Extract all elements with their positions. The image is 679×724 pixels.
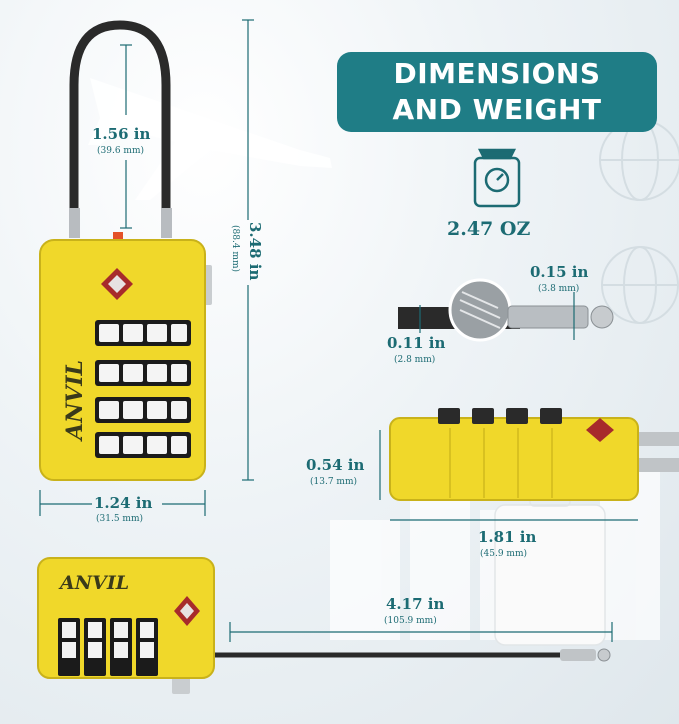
cable-length-value: 4.17 in [386,595,445,613]
cable-length-metric: (105.9 mm) [384,616,437,626]
body-length-value: 1.81 in [478,528,537,546]
dimensions-banner: DIMENSIONS AND WEIGHT [337,52,657,132]
cable-diameter-value: 0.11 in [387,334,446,352]
body-width-value: 1.24 in [94,494,153,512]
body-length-metric: (45.9 mm) [480,549,527,559]
shackle-height-value: 1.56 in [92,125,151,143]
suitcase-icon [494,489,606,646]
body-depth-metric: (13.7 mm) [310,477,357,487]
tip-diameter-metric: (3.8 mm) [538,284,580,294]
banner-line-2: AND WEIGHT [392,93,602,126]
body-depth-value: 0.54 in [306,456,365,474]
globe-icon [599,119,679,324]
total-height-value: 3.48 in [246,222,264,281]
weight-value: 2.47 OZ [447,218,531,240]
banner-line-1: DIMENSIONS [393,57,601,90]
total-height-metric: (88.4 mm) [230,225,240,272]
brand-logo-vertical: ANVIL [62,359,88,440]
shackle-height-metric: (39.6 mm) [97,146,144,156]
brand-logo: ANVIL [60,572,130,594]
tip-diameter-value: 0.15 in [530,263,589,281]
body-width-metric: (31.5 mm) [96,514,143,524]
cable-diameter-metric: (2.8 mm) [394,355,436,365]
